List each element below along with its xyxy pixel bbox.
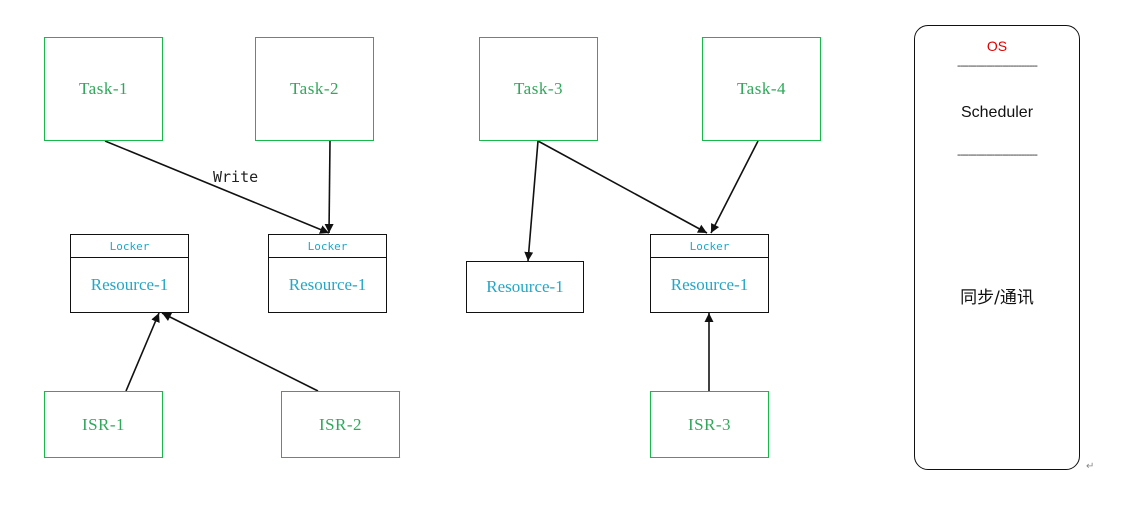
os-divider-bottom: ------------------------------ <box>957 149 1038 161</box>
locker-label: Locker <box>269 235 386 258</box>
scheduler-label: Scheduler <box>960 104 1034 121</box>
return-mark-icon: ↵ <box>1086 461 1095 472</box>
arrow-task3-locked-resource <box>537 140 708 234</box>
arrow-task3-resource <box>524 140 539 262</box>
resource-2-locked-box: Locker Resource-1 <box>268 234 387 313</box>
resource-1-locked-box: Locker Resource-1 <box>70 234 189 313</box>
write-label: Write <box>213 168 259 186</box>
os-panel: OS ------------------------------ Schedu… <box>914 25 1080 470</box>
locker-label: Locker <box>71 235 188 258</box>
locker-label: Locker <box>651 235 768 258</box>
sync-comm-label: 同步/通讯 <box>960 288 1034 308</box>
resource-3-box: Resource-1 <box>466 261 584 313</box>
arrow-task1-resource <box>104 140 330 234</box>
task-1-box: Task-1 <box>44 37 163 141</box>
arrow-isr2-resource <box>161 312 319 392</box>
resource-name: Resource-1 <box>288 274 367 294</box>
resource-4-locked-box: Locker Resource-1 <box>650 234 769 313</box>
isr-3-box: ISR-3 <box>650 391 769 458</box>
task-2-box: Task-2 <box>255 37 374 141</box>
arrow-task2-resource <box>324 140 334 234</box>
resource-name: Resource-1 <box>670 274 749 294</box>
os-title: OS <box>986 38 1008 54</box>
task-3-box: Task-3 <box>479 37 598 141</box>
resource-name: Resource-1 <box>486 277 564 296</box>
arrow-isr1-resource <box>125 312 160 392</box>
task-4-box: Task-4 <box>702 37 821 141</box>
isr-1-box: ISR-1 <box>44 391 163 458</box>
resource-name: Resource-1 <box>90 274 169 294</box>
arrow-task4-resource <box>710 140 759 234</box>
os-divider-top: ------------------------------ <box>957 60 1038 72</box>
isr-2-box: ISR-2 <box>281 391 400 458</box>
